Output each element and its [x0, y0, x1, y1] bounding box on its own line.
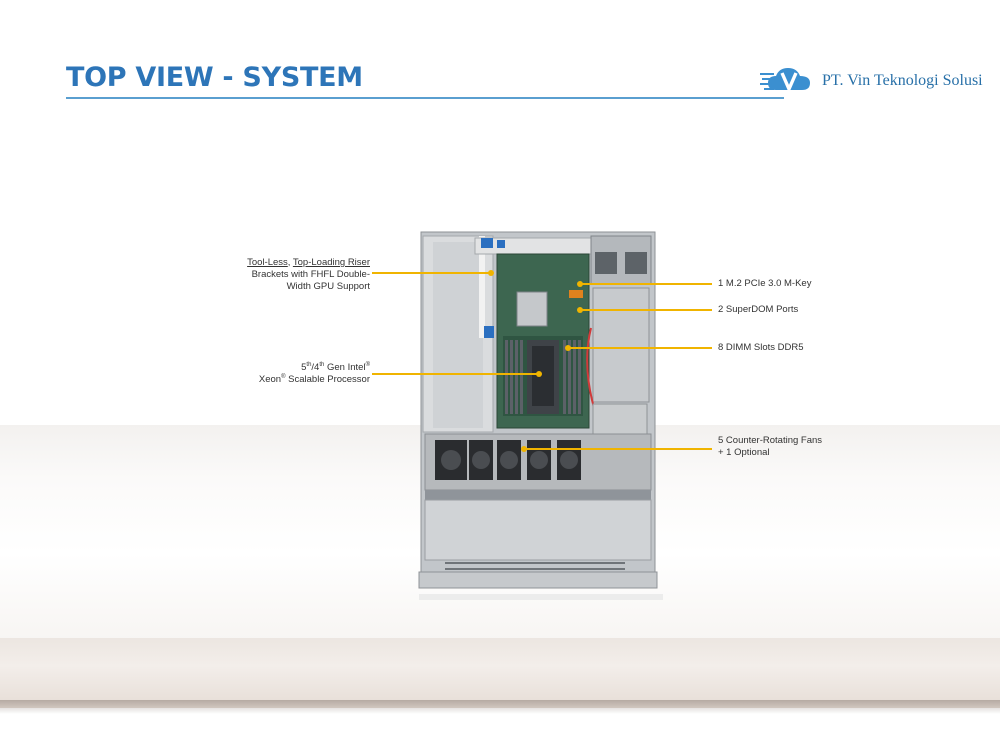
- leader-riser: [372, 272, 490, 274]
- leader-processor-dot: [536, 371, 542, 377]
- processor-reg-1: ®: [365, 361, 370, 368]
- leader-riser-dot: [488, 270, 494, 276]
- page-title: TOP VIEW - SYSTEM: [66, 62, 363, 93]
- server-chassis-image: [418, 231, 663, 600]
- company-logo: PT. Vin Teknologi Solusi: [760, 62, 990, 98]
- cloud-v-logo-icon: [760, 68, 810, 94]
- callout-fans-line2: + 1 Optional: [718, 447, 770, 458]
- callout-dimm-slots: 8 DIMM Slots DDR5: [718, 342, 804, 353]
- floor-shadow: [0, 700, 1000, 714]
- leader-fans: [524, 448, 712, 450]
- callout-riser-toploading: Top-Loading Riser: [292, 257, 370, 268]
- leader-superdom: [580, 309, 712, 311]
- processor-gen-rest: Gen Intel: [324, 362, 366, 373]
- leader-processor: [372, 373, 538, 375]
- logo-text: PT. Vin Teknologi Solusi: [822, 72, 983, 89]
- processor-gen-b-sup: th: [319, 361, 325, 368]
- callout-riser-brackets: Tool-Less, Top-Loading Riser Brackets wi…: [214, 257, 370, 293]
- callout-riser-separator: ,: [287, 257, 293, 268]
- processor-xeon-rest: Scalable Processor: [285, 374, 370, 385]
- callout-m2-slot: 1 M.2 PCIe 3.0 M-Key: [718, 278, 812, 289]
- leader-dimm: [568, 347, 712, 349]
- callout-riser-line2: Brackets with FHFL Double-: [251, 269, 370, 280]
- callout-riser-line3: Width GPU Support: [286, 281, 370, 292]
- callout-fans-line1: 5 Counter-Rotating Fans: [718, 435, 823, 446]
- callout-superdom-ports: 2 SuperDOM Ports: [718, 304, 799, 315]
- callout-processor: 5th/4th Gen Intel® Xeon® Scalable Proces…: [214, 362, 370, 386]
- title-underline: [66, 97, 784, 99]
- leader-m2: [580, 283, 712, 285]
- processor-gen-a-sup: th: [306, 361, 312, 368]
- callout-fans: 5 Counter-Rotating Fans + 1 Optional: [718, 435, 822, 459]
- callout-riser-toolless: Tool-Less: [247, 257, 288, 268]
- processor-gen-a: 5: [301, 362, 307, 373]
- floor-band: [0, 638, 1000, 708]
- processor-reg-2: ®: [281, 373, 286, 380]
- processor-xeon: Xeon: [258, 374, 282, 385]
- processor-gen-sep: /4: [311, 362, 320, 373]
